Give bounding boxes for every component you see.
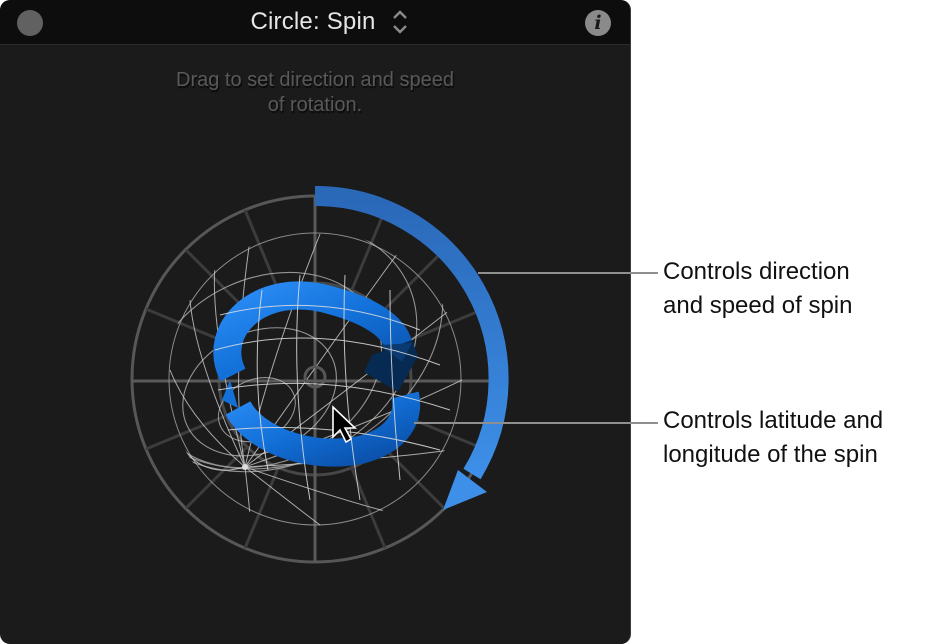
callout-2-line-1: Controls latitude and [663, 407, 884, 434]
callout-leader-line-2 [414, 422, 658, 424]
wireframe-overlay [214, 274, 451, 501]
callout-1-line-2: and speed of spin [663, 292, 853, 319]
up-down-chevron-icon[interactable] [390, 7, 410, 37]
spin-hud-panel: Circle: Spin i Drag to set direction and… [0, 0, 631, 644]
title-group: Circle: Spin [0, 0, 630, 44]
spin-control[interactable] [0, 0, 630, 644]
direction-speed-arc[interactable] [314, 185, 509, 510]
instruction-line-2: of rotation. [267, 94, 363, 116]
callout-2-line-2: longitude of the spin [663, 441, 878, 468]
callout-latitude-longitude: Controls latitude and longitude of the s… [663, 404, 883, 472]
callout-direction-speed: Controls direction and speed of spin [663, 255, 852, 323]
close-button[interactable] [17, 10, 43, 36]
callout-leader-line-1 [478, 272, 658, 274]
wireframe-sphere[interactable] [66, 128, 491, 526]
callout-1-line-1: Controls direction [663, 258, 850, 285]
info-glyph: i [594, 12, 602, 34]
mouse-cursor-icon [332, 405, 357, 444]
center-target-icon [303, 365, 327, 389]
panel-title: Circle: Spin [250, 8, 376, 35]
instruction-text: Drag to set direction and speed of rotat… [110, 68, 520, 118]
instruction-line-1: Drag to set direction and speed [176, 69, 454, 91]
title-bar: Circle: Spin i [0, 0, 630, 45]
info-icon[interactable]: i [585, 10, 611, 36]
